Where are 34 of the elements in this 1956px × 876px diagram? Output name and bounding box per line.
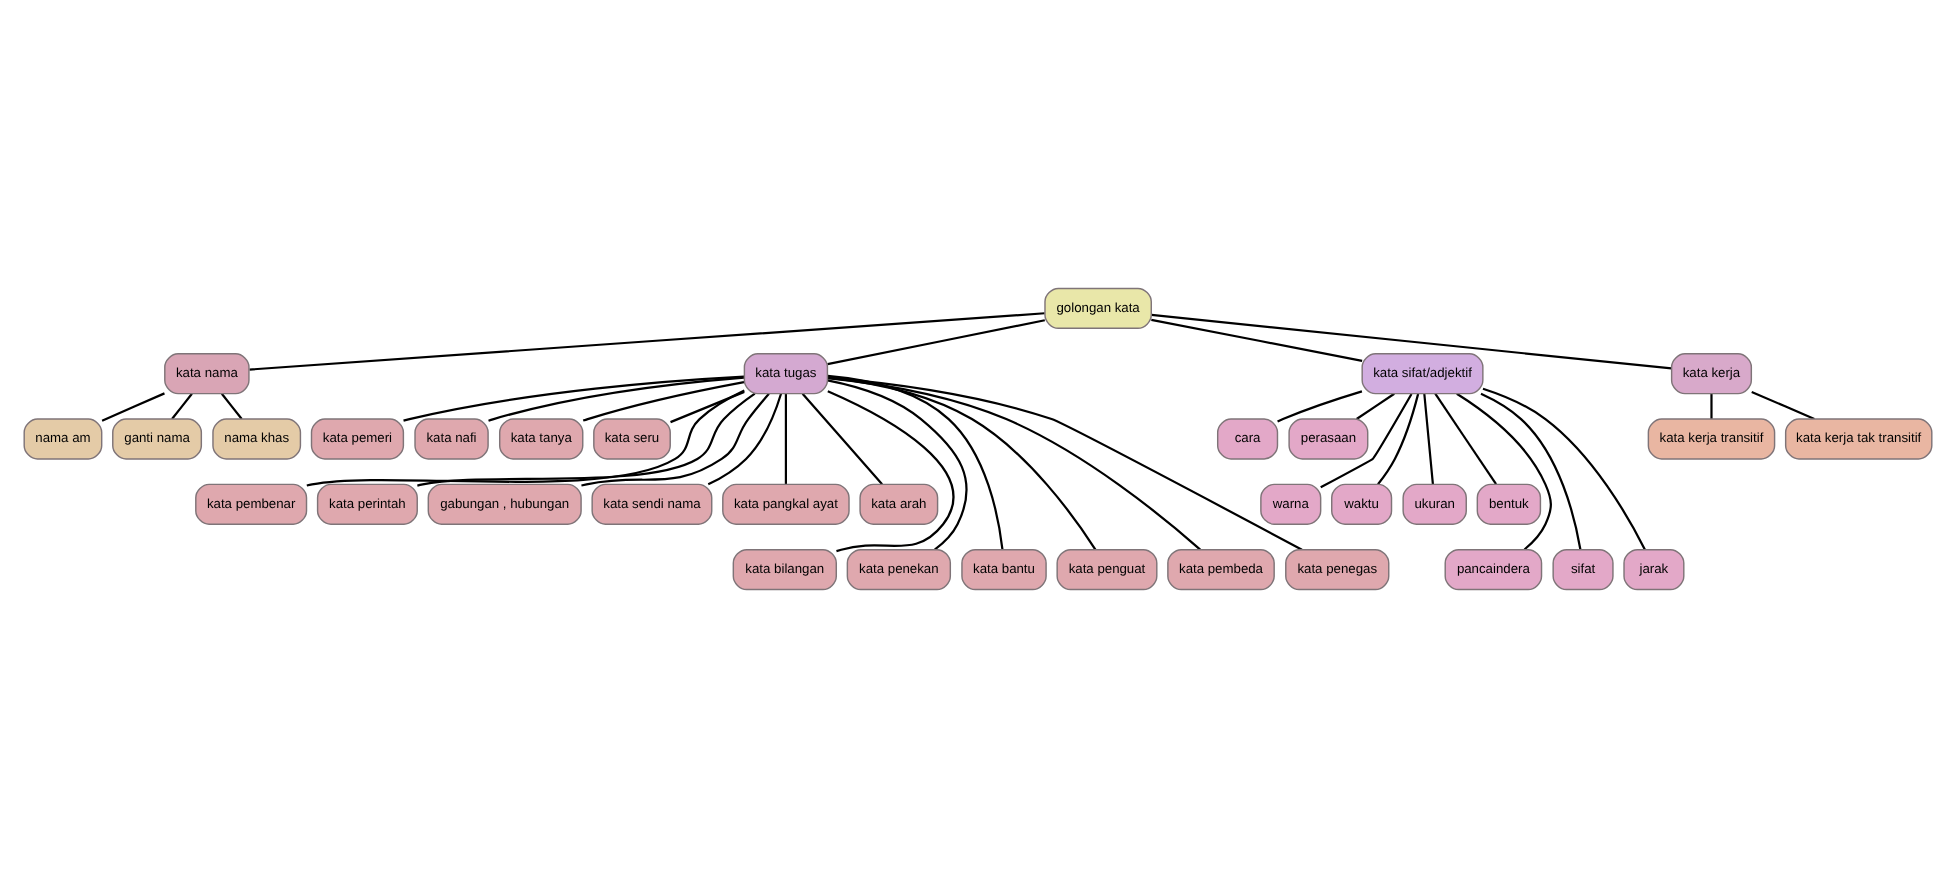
connector bbox=[1356, 391, 1395, 419]
connector bbox=[827, 373, 1004, 549]
connector bbox=[827, 378, 968, 550]
connector bbox=[1151, 317, 1363, 361]
connector bbox=[827, 375, 1097, 550]
connector bbox=[220, 392, 243, 419]
connector bbox=[801, 392, 883, 484]
connector bbox=[827, 318, 1046, 365]
connector bbox=[1480, 391, 1582, 549]
connector bbox=[582, 380, 745, 421]
connector bbox=[827, 375, 1303, 550]
connector bbox=[1434, 392, 1497, 484]
connector bbox=[488, 375, 745, 421]
connector bbox=[1377, 392, 1420, 484]
connector bbox=[1320, 392, 1413, 488]
connector bbox=[1751, 390, 1815, 419]
connector bbox=[1277, 389, 1363, 422]
connector bbox=[101, 391, 165, 421]
connector bbox=[403, 374, 745, 421]
connector bbox=[171, 392, 193, 419]
connector bbox=[1482, 386, 1646, 550]
connector bbox=[1710, 392, 1713, 418]
connector bbox=[707, 392, 783, 485]
connector bbox=[249, 311, 1045, 370]
connector bbox=[827, 389, 955, 552]
connector bbox=[1423, 392, 1434, 484]
connector bbox=[417, 391, 756, 486]
connector bbox=[581, 392, 770, 486]
connector bbox=[670, 389, 745, 423]
connector bbox=[1151, 312, 1672, 369]
connector bbox=[306, 388, 745, 486]
connector bbox=[784, 392, 787, 484]
connector bbox=[1456, 391, 1552, 550]
connector bbox=[827, 375, 1201, 550]
